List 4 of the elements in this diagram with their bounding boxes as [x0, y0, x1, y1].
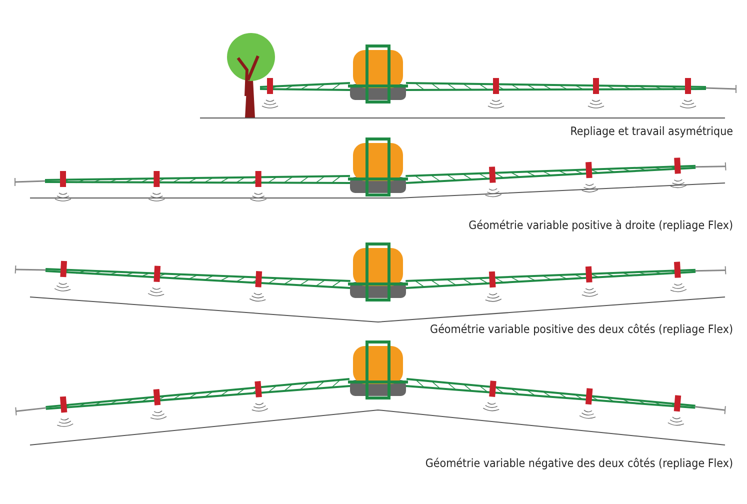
figure-caption: Géométrie variable positive des deux côtés (repliage Flex): [430, 322, 733, 336]
figure-caption: Géométrie variable positive à droite (repliage Flex): [468, 218, 733, 232]
figure-caption: Repliage et travail asymétrique: [570, 124, 733, 138]
figure-caption: Géométrie variable négative des deux côtés (repliage Flex): [425, 456, 733, 470]
